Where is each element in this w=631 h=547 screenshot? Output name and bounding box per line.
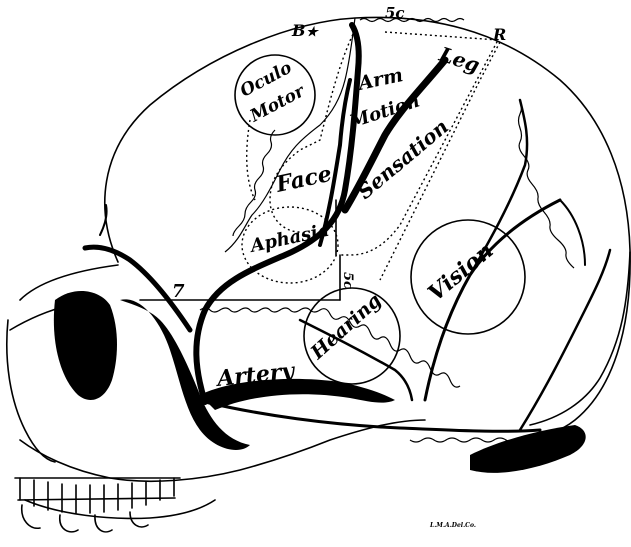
- artery-posterior: [205, 402, 540, 431]
- label-7: 7: [172, 281, 185, 302]
- frontal-suture: [233, 130, 275, 236]
- label-leg: Leg: [436, 42, 483, 78]
- label-5c-side: 5c: [340, 272, 355, 289]
- artery-back-branch: [520, 250, 610, 430]
- jaw-lower: [25, 500, 215, 518]
- label-5c-top: 5c: [385, 4, 405, 22]
- nasal-region: [7, 320, 55, 462]
- label-signature: L.M.A.Del.Co.: [429, 522, 476, 529]
- label-r: R: [492, 25, 506, 44]
- mandible: [20, 420, 425, 481]
- label-b: B: [291, 21, 306, 40]
- occipital-contour: [530, 252, 630, 425]
- label-star: ★: [306, 25, 320, 40]
- label-vision: Vision: [423, 238, 498, 307]
- posterior-suture: [519, 100, 575, 268]
- oculomotor-outline: [247, 120, 255, 200]
- label-arm: Arm: [355, 64, 405, 95]
